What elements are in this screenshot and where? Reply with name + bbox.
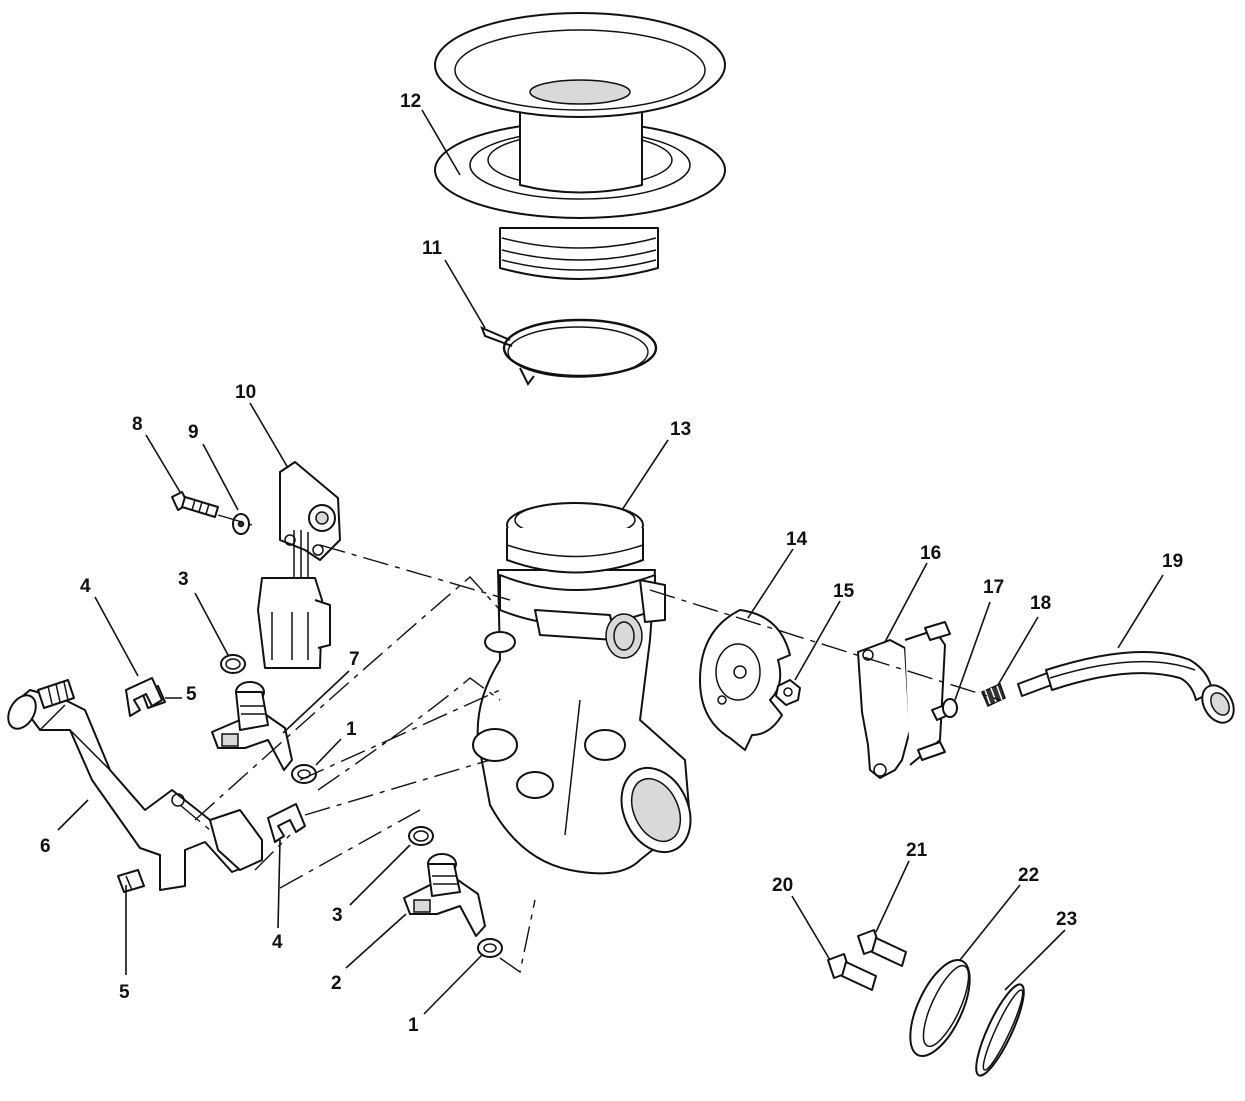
callout-1-lower: 1 [408,1015,419,1036]
callout-6: 6 [40,836,51,857]
callout-22: 22 [1018,865,1039,886]
callout-3-upper: 3 [178,569,189,590]
sensor-bolt [171,491,219,518]
bolt-21 [857,929,907,967]
assembly-lines [179,514,1001,974]
callout-2: 2 [331,973,342,994]
injector-seal-upper [291,764,317,784]
callout-8: 8 [132,414,143,435]
callout-7: 7 [349,649,360,670]
callout-17: 17 [983,577,1004,598]
fuel-injector-upper [211,681,293,771]
throttle-cable [1017,651,1235,724]
throttle-body [472,502,692,875]
callout-10: 10 [235,382,256,403]
callout-11: 11 [422,238,443,259]
sensor-washer [232,513,250,535]
bracket-screw [931,698,958,721]
intake-bellmouth [434,12,726,280]
callout-5-lower: 5 [119,982,130,1003]
callout-15: 15 [833,581,855,602]
o-ring-lower [408,826,434,846]
callout-16: 16 [920,543,941,564]
pulley-nut [775,679,801,706]
ring-23 [975,983,1025,1077]
grommet-22 [909,958,971,1058]
callout-1-upper: 1 [346,719,357,740]
spring-clip-ring [480,318,658,386]
callout-5-upper: 5 [186,684,197,705]
callout-21: 21 [906,840,928,861]
callout-labels: 12 11 10 8 9 13 14 16 19 17 15 18 3 4 7 … [40,91,1183,1036]
callout-18: 18 [1030,593,1051,614]
callout-20: 20 [772,875,793,896]
fuel-rail [7,679,263,891]
leader-lines [57,109,1164,1015]
injector-seal-lower [477,938,503,958]
cable-spring [981,682,1006,708]
callout-9: 9 [188,422,199,443]
callout-13: 13 [670,419,691,440]
injector-clip-upper [125,677,163,717]
rail-screw-lower [117,869,145,893]
fuel-injector-lower [403,853,486,937]
callout-4-lower: 4 [272,932,283,953]
injector-clip-lower [267,803,306,843]
callout-3-lower: 3 [332,905,343,926]
callout-23: 23 [1056,909,1077,930]
throttle-pulley [699,609,791,751]
callout-14: 14 [786,529,808,550]
cable-bracket [857,621,951,779]
bolt-20 [827,953,877,991]
callout-19: 19 [1162,551,1183,572]
o-ring-upper [220,654,246,674]
callout-4-upper: 4 [80,576,91,597]
callout-12: 12 [400,91,421,112]
throttle-position-sensor [257,461,341,669]
